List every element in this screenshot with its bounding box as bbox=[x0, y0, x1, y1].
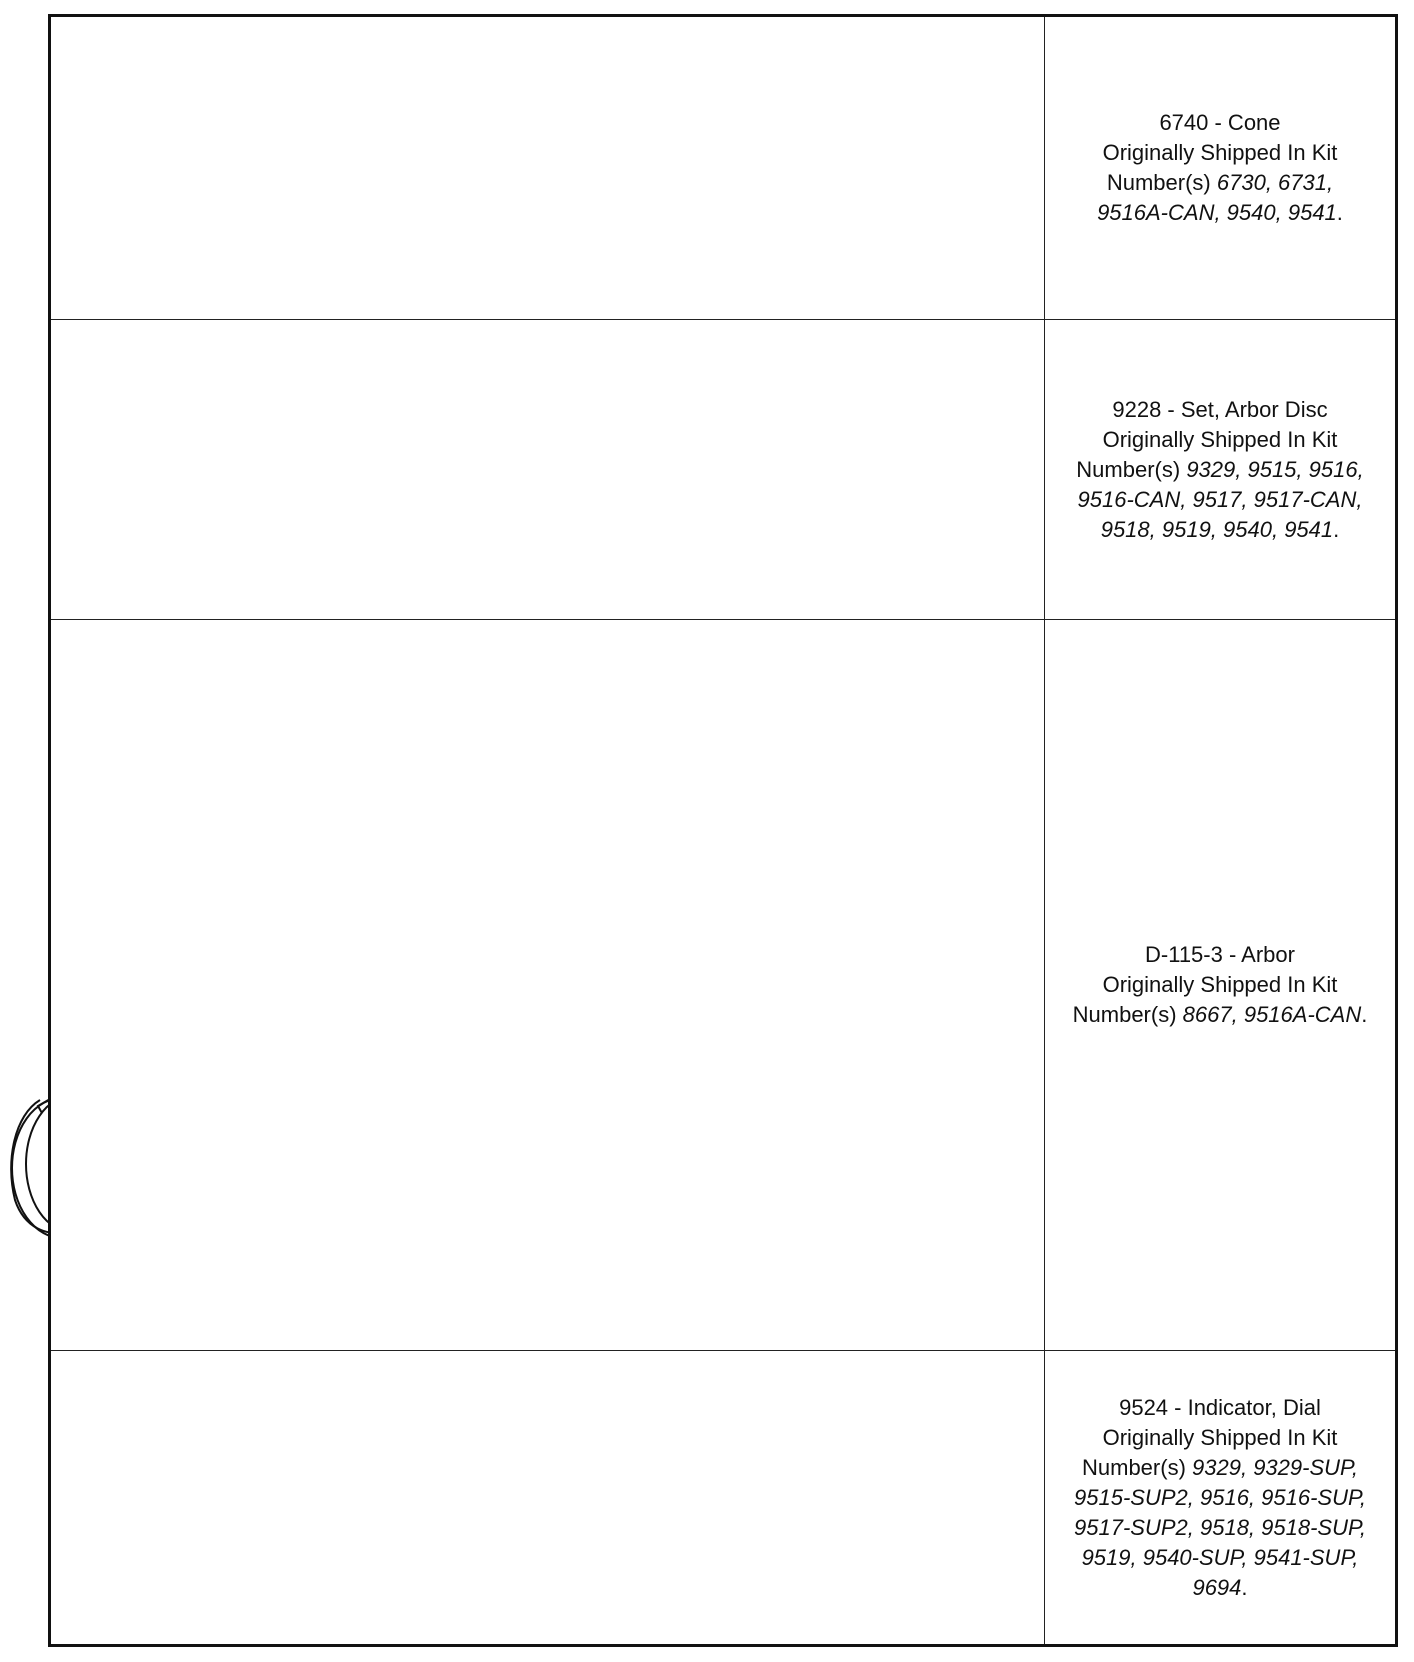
kit-numbers: 8667, 9516A-CAN bbox=[1182, 1002, 1362, 1027]
kit-numbers: 9516A-CAN, 9540, 9541 bbox=[1097, 200, 1337, 225]
parts-sheet: 6740 - Cone Originally Shipped In Kit Nu… bbox=[48, 14, 1398, 1647]
column-divider bbox=[1044, 17, 1045, 319]
shipped-label: Originally Shipped In Kit bbox=[1102, 426, 1338, 452]
part-title: 6740 - Cone bbox=[1159, 110, 1281, 135]
part-title: 9228 - Set, Arbor Disc bbox=[1112, 396, 1328, 422]
kit-numbers: 9519, 9540-SUP, 9541-SUP, bbox=[1081, 1544, 1359, 1570]
part-row-arbor: D-115-3 - Arbor Originally Shipped In Ki… bbox=[51, 619, 1395, 1350]
number-label: Number(s) bbox=[1076, 456, 1181, 482]
shipped-label: Originally Shipped In Kit bbox=[1102, 140, 1338, 165]
part-description: 6740 - Cone Originally Shipped In Kit Nu… bbox=[1097, 110, 1343, 225]
kit-numbers: 9518, 9519, 9540, 9541 bbox=[1100, 516, 1334, 542]
kit-numbers: 9516-CAN, 9517, 9517-CAN, bbox=[1077, 486, 1363, 512]
part-description: D-115-3 - Arbor Originally Shipped In Ki… bbox=[1072, 942, 1368, 1027]
kit-numbers: 6730, 6731, bbox=[1216, 170, 1334, 195]
shipped-label: Originally Shipped In Kit bbox=[1102, 972, 1338, 997]
column-divider bbox=[1044, 1351, 1045, 1644]
part-description: 9228 - Set, Arbor Disc Originally Shippe… bbox=[1076, 396, 1364, 542]
kit-numbers: 9329, 9515, 9516, bbox=[1186, 456, 1364, 482]
part-row-cone: 6740 - Cone Originally Shipped In Kit Nu… bbox=[51, 17, 1395, 319]
kit-numbers: 9517-SUP2, 9518, 9518-SUP, bbox=[1074, 1514, 1366, 1540]
column-divider bbox=[1044, 320, 1045, 619]
part-title: 9524 - Indicator, Dial bbox=[1119, 1394, 1321, 1420]
kit-numbers: 9515-SUP2, 9516, 9516-SUP, bbox=[1074, 1484, 1366, 1510]
column-divider bbox=[1044, 620, 1045, 1350]
part-row-dial-indicator: 9524 - Indicator, Dial Originally Shippe… bbox=[51, 1350, 1395, 1644]
part-row-arbor-disc: 9228 - Set, Arbor Disc Originally Shippe… bbox=[51, 319, 1395, 619]
kit-numbers: 9329, 9329-SUP, bbox=[1192, 1454, 1358, 1480]
number-label: Number(s) bbox=[1082, 1454, 1186, 1480]
kit-numbers: 9694 bbox=[1192, 1574, 1242, 1600]
part-title: D-115-3 - Arbor bbox=[1145, 942, 1295, 967]
shipped-label: Originally Shipped In Kit bbox=[1102, 1424, 1338, 1450]
number-label: Number(s) bbox=[1106, 170, 1211, 195]
part-description: 9524 - Indicator, Dial Originally Shippe… bbox=[1074, 1394, 1366, 1600]
number-label: Number(s) bbox=[1072, 1002, 1177, 1027]
